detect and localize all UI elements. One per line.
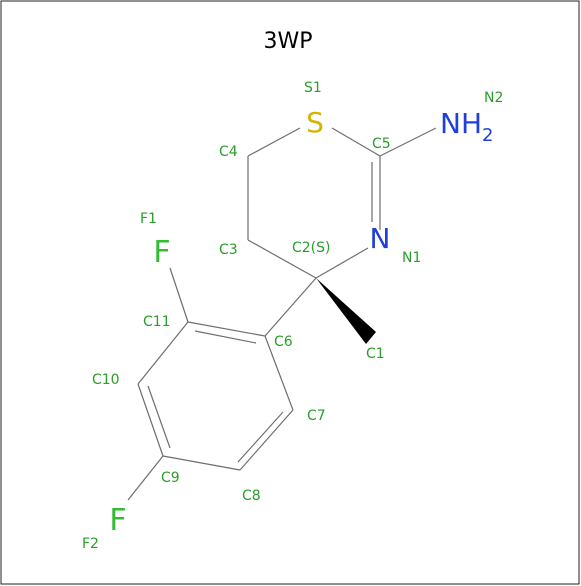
atom-n1-symbol: N	[370, 222, 391, 255]
bond-c9-f2	[127, 455, 164, 501]
label-c2: C2(S)	[292, 240, 331, 256]
bond-c11-c6	[187, 321, 266, 337]
label-n2: N2	[484, 90, 503, 106]
bond-c8-c9	[162, 455, 241, 471]
bond-c6-c7	[264, 335, 294, 411]
wedge-bond-c2-c1	[316, 278, 376, 344]
atom-n2-symbol: NH2	[440, 107, 493, 146]
label-c11: C11	[143, 314, 171, 330]
bond-c2-n1	[315, 247, 369, 279]
bond-c9-c10	[137, 383, 164, 457]
label-c9: C9	[161, 470, 180, 486]
label-c3: C3	[219, 242, 238, 258]
label-f2: F2	[82, 536, 99, 552]
label-c1: C1	[366, 346, 385, 362]
bond-c7-c8-inner	[237, 411, 284, 463]
bond-c11-f1	[169, 267, 189, 323]
bonds	[127, 127, 437, 501]
bond-c10-c11	[137, 321, 189, 385]
label-c7: C7	[307, 408, 326, 424]
atom-f2-symbol: F	[109, 503, 126, 538]
bond-c5-s1	[331, 127, 381, 157]
label-n1: N1	[402, 250, 421, 266]
bond-c7-c8	[239, 409, 294, 471]
bond-c3-c2	[247, 239, 317, 279]
bond-c11-c6-inner	[194, 330, 257, 344]
atom-s1-symbol: S	[306, 106, 324, 139]
label-s1: S1	[304, 80, 322, 96]
bond-c5-n2	[379, 127, 437, 157]
label-c5: C5	[372, 136, 391, 152]
atom-labels: S1 N2 C5 C4 F1 C3 C2(S) N1 C11 C6 C1 C10…	[82, 80, 503, 552]
atom-f1-symbol: F	[153, 235, 170, 270]
label-c4: C4	[219, 144, 238, 160]
label-c6: C6	[274, 334, 293, 350]
label-c8: C8	[242, 488, 261, 504]
label-f1: F1	[140, 211, 157, 227]
molecule-title: 3WP	[263, 29, 312, 54]
bond-c2-c6	[264, 277, 317, 337]
bond-c9-c10-inner	[147, 385, 171, 449]
label-c10: C10	[92, 372, 120, 388]
bond-s1-c4	[247, 127, 301, 157]
